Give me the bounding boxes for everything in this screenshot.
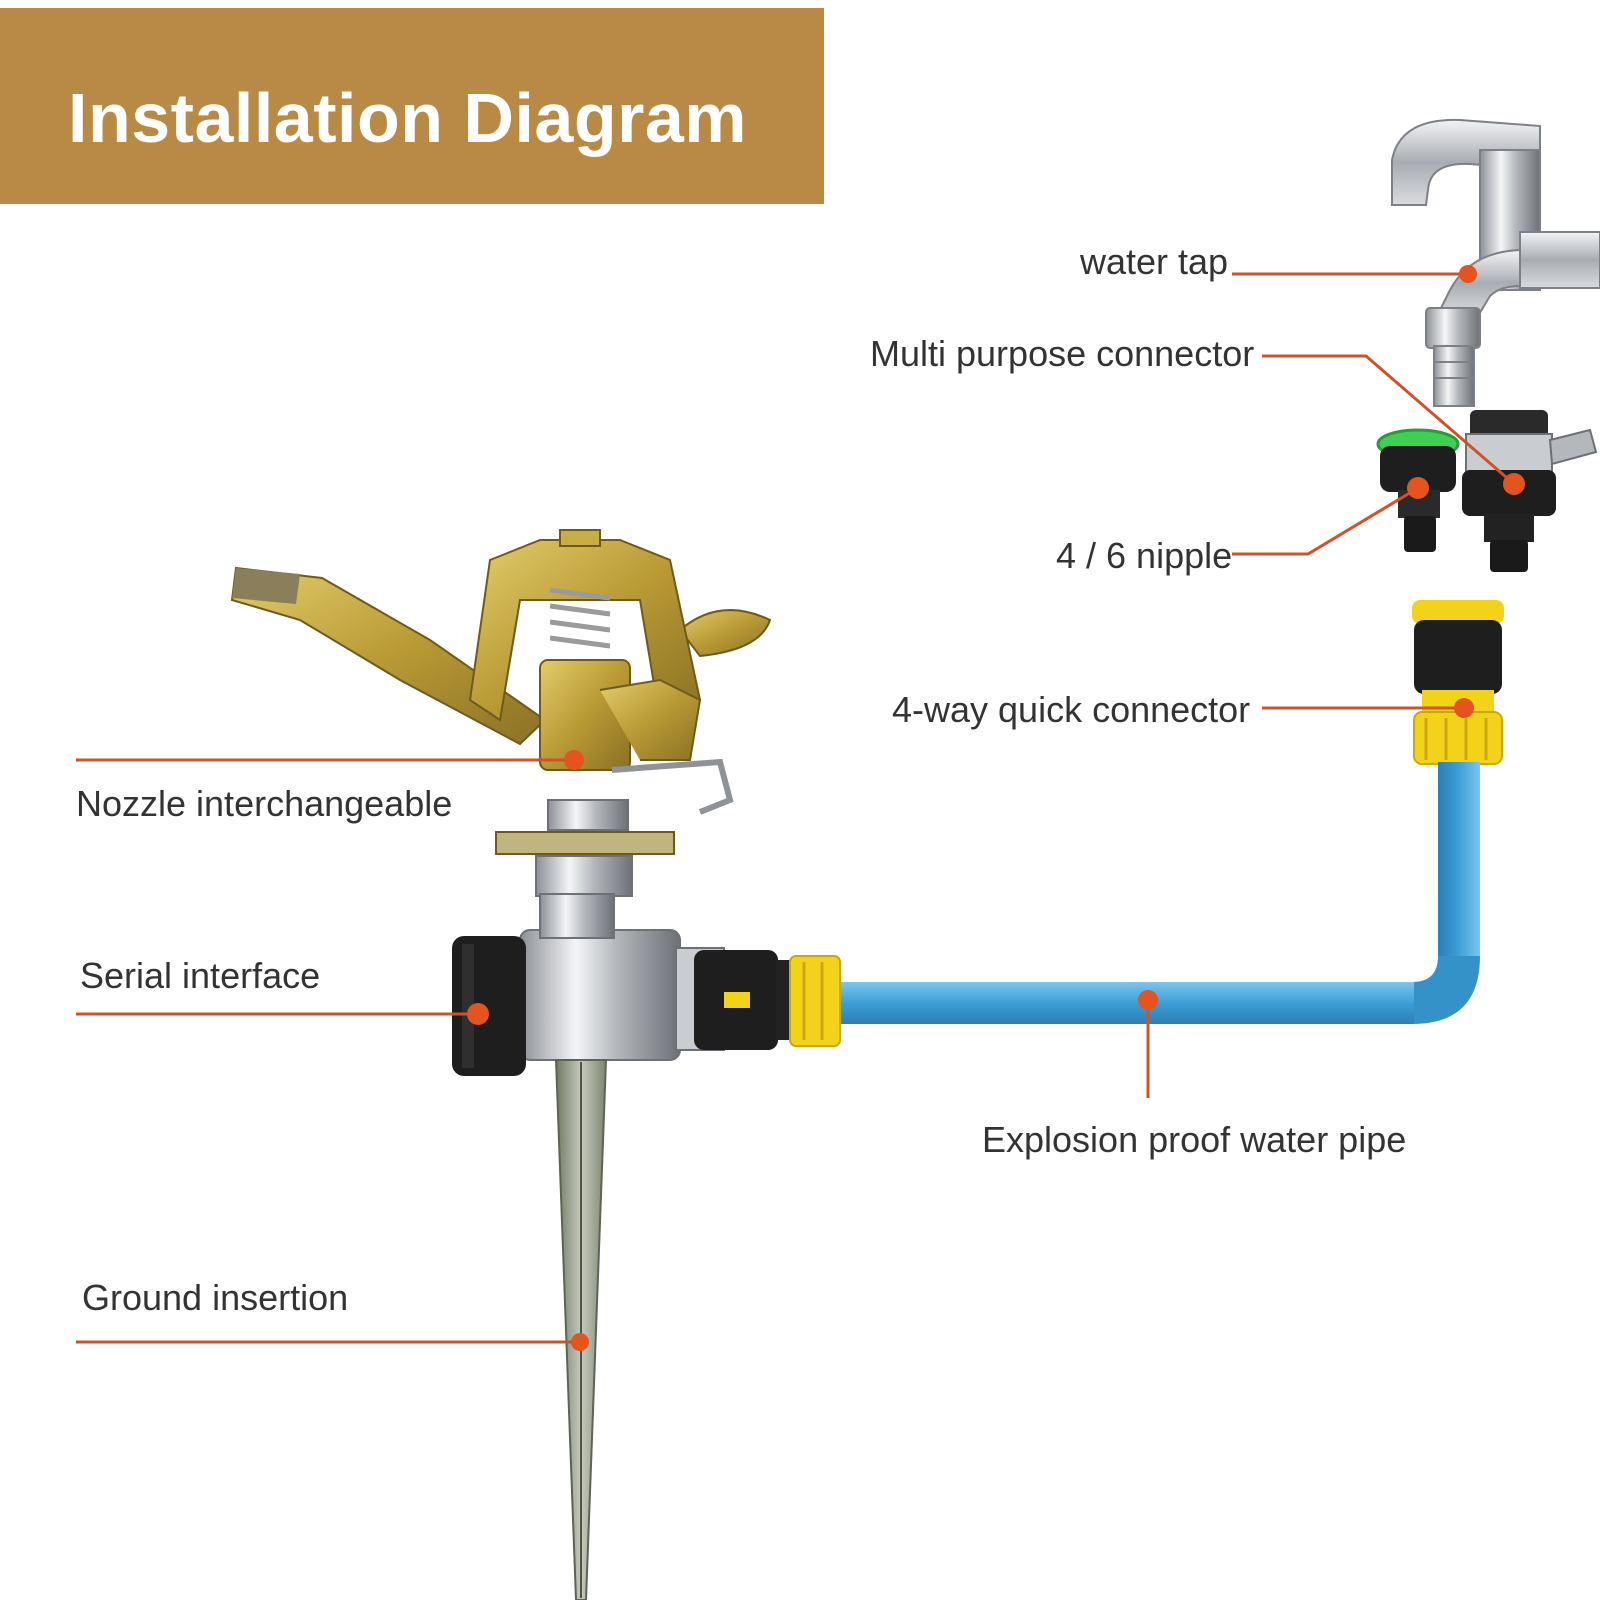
multi-purpose-connector-icon: [1462, 410, 1598, 572]
marker-serial: [467, 1003, 489, 1025]
marker-multi-connector: [1503, 473, 1525, 495]
nipple-icon: [1376, 428, 1460, 552]
spike-icon: [554, 1059, 608, 1600]
label-serial-interface: Serial interface: [80, 955, 321, 996]
water-tap-icon: [1391, 118, 1600, 407]
sprinkler-head-icon: [230, 529, 772, 897]
marker-dots: [467, 265, 1525, 1351]
label-quick-connector: 4-way quick connector: [892, 689, 1251, 730]
leader-lines: [76, 272, 1515, 1344]
title-banner: Installation Diagram: [0, 8, 824, 204]
hose-icon: [838, 762, 1480, 1024]
label-nipple: 4 / 6 nipple: [1056, 535, 1233, 576]
marker-ground: [571, 1333, 589, 1351]
leader-nipple: [1232, 486, 1419, 556]
marker-pipe: [1138, 990, 1158, 1010]
leader-multi-connector: [1262, 354, 1515, 486]
marker-nozzle: [564, 750, 584, 770]
label-water-pipe: Explosion proof water pipe: [982, 1119, 1407, 1160]
marker-water-tap: [1459, 265, 1477, 283]
label-water-tap: water tap: [1080, 241, 1229, 282]
label-multi-purpose-connector: Multi purpose connector: [870, 333, 1255, 374]
label-ground-insertion: Ground insertion: [82, 1277, 349, 1318]
marker-quick-connector: [1454, 698, 1474, 718]
page-title: Installation Diagram: [68, 79, 748, 157]
label-nozzle: Nozzle interchangeable: [76, 783, 453, 824]
quick-connector-icon: [1412, 600, 1504, 765]
tee-body-icon: [452, 893, 841, 1076]
marker-nipple: [1407, 477, 1429, 499]
